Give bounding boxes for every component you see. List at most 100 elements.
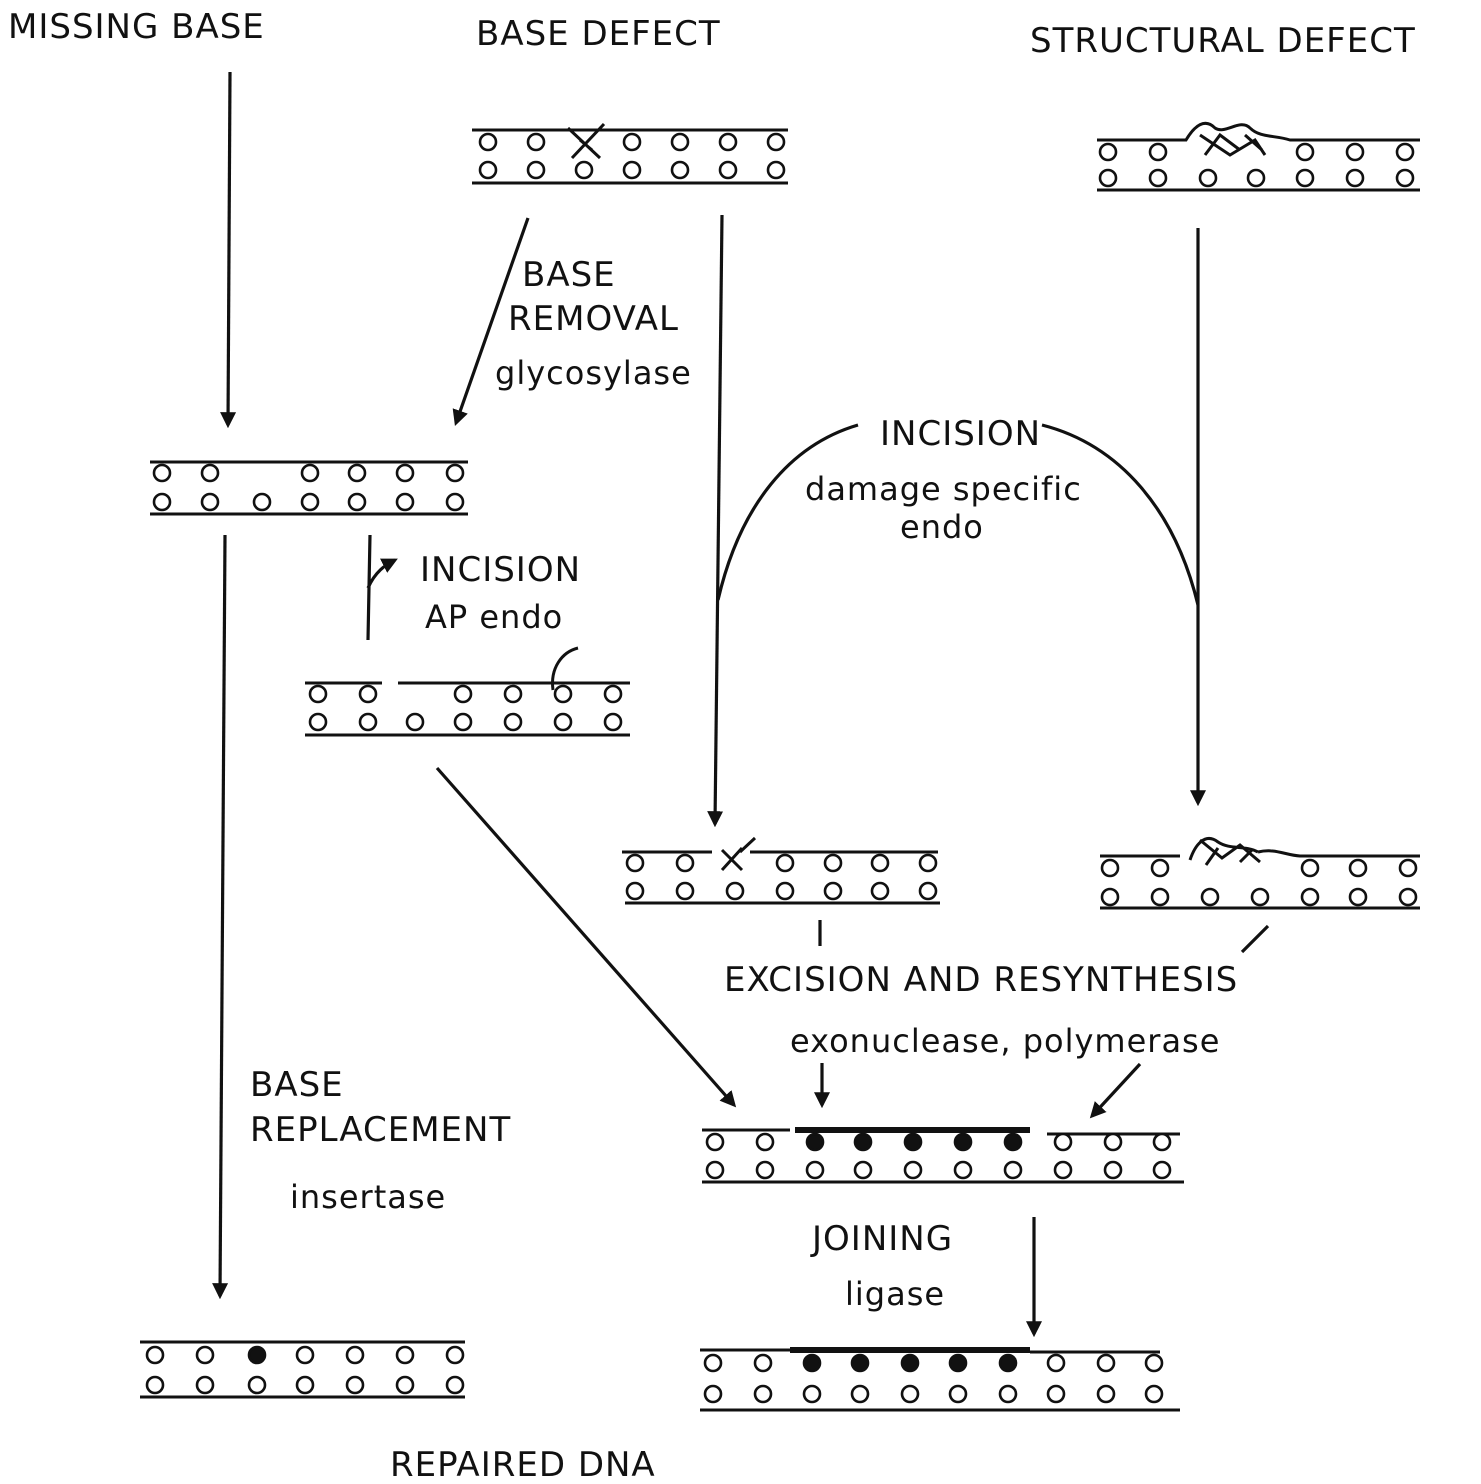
base-circle — [768, 162, 784, 178]
tick-sd-excision — [1242, 926, 1268, 952]
base-circle — [1098, 1386, 1114, 1402]
base-circle — [347, 1377, 363, 1393]
base-circle — [447, 494, 463, 510]
base-circle — [920, 855, 936, 871]
base-circle — [757, 1162, 773, 1178]
base-circle — [249, 1347, 265, 1363]
dna-repaired-joined — [700, 1350, 1180, 1410]
base-circle — [528, 134, 544, 150]
base-circle — [1152, 860, 1168, 876]
excision-resynthesis-label: EXCISION AND RESYNTHESIS — [724, 960, 1238, 1000]
base-circle — [804, 1386, 820, 1402]
dna-repaired-insertase — [140, 1342, 465, 1397]
base-circle — [1350, 860, 1366, 876]
insertase-label: insertase — [290, 1178, 446, 1216]
base-circle — [147, 1347, 163, 1363]
base-circle — [197, 1377, 213, 1393]
base-circle — [1397, 170, 1413, 186]
base-circle — [677, 883, 693, 899]
base-circle — [1154, 1134, 1170, 1150]
base-circle — [677, 855, 693, 871]
glycosylase-label: glycosylase — [495, 354, 692, 392]
base-circle — [505, 714, 521, 730]
base-circle — [1302, 860, 1318, 876]
base-circle — [852, 1355, 868, 1371]
base-circle — [310, 686, 326, 702]
incision-ap-label: INCISION — [420, 550, 581, 590]
base-circle — [528, 162, 544, 178]
base-circle — [755, 1355, 771, 1371]
base-circle — [147, 1377, 163, 1393]
base-circle — [1005, 1134, 1021, 1150]
endo-label: endo — [900, 508, 984, 546]
base-circle — [852, 1386, 868, 1402]
base-circle — [1400, 889, 1416, 905]
base-circle — [1248, 170, 1264, 186]
base-circle — [360, 714, 376, 730]
base-circle — [302, 465, 318, 481]
base-circle — [349, 465, 365, 481]
base-circle — [197, 1347, 213, 1363]
base-defect-title: BASE DEFECT — [476, 14, 721, 54]
base-circle — [825, 855, 841, 871]
base-circle — [707, 1134, 723, 1150]
base-circle — [705, 1355, 721, 1371]
base-circle — [804, 1355, 820, 1371]
dna-base-defect-incised — [622, 838, 940, 903]
base-circle — [154, 494, 170, 510]
base-circle — [1150, 144, 1166, 160]
base-circle — [1146, 1386, 1162, 1402]
base-circle — [768, 134, 784, 150]
base-circle — [707, 1162, 723, 1178]
base-circle — [1100, 144, 1116, 160]
base-circle — [627, 855, 643, 871]
dna-structural-defect-incised — [1100, 838, 1420, 908]
base-circle — [672, 134, 688, 150]
base-circle — [1048, 1355, 1064, 1371]
base-circle — [1397, 144, 1413, 160]
base-circle — [347, 1347, 363, 1363]
incision-specific-label: INCISION — [880, 414, 1041, 454]
base-replacement-label-2: REPLACEMENT — [250, 1110, 511, 1150]
base-circle — [755, 1386, 771, 1402]
base-circle — [202, 494, 218, 510]
base-circle — [397, 1377, 413, 1393]
arrow-base-replacement — [220, 535, 225, 1296]
base-circle — [397, 494, 413, 510]
base-circle — [807, 1134, 823, 1150]
base-circle — [455, 714, 471, 730]
base-circle — [447, 1377, 463, 1393]
base-circle — [397, 465, 413, 481]
base-circle — [1105, 1134, 1121, 1150]
base-circle — [955, 1162, 971, 1178]
arrow-ap-incision — [368, 535, 395, 640]
base-circle — [905, 1134, 921, 1150]
base-circle — [1000, 1355, 1016, 1371]
base-circle — [1297, 170, 1313, 186]
base-circle — [555, 714, 571, 730]
dna-base-defect — [472, 124, 788, 183]
repaired-dna-label: REPAIRED DNA — [390, 1445, 656, 1484]
base-circle — [310, 714, 326, 730]
base-circle — [1347, 144, 1363, 160]
missing-base-title: MISSING BASE — [8, 7, 265, 47]
arrow-bd-down — [715, 215, 722, 824]
base-replacement-label-1: BASE — [250, 1065, 344, 1105]
ligase-label: ligase — [845, 1275, 945, 1313]
base-circle — [605, 686, 621, 702]
base-circle — [1302, 889, 1318, 905]
base-circle — [349, 494, 365, 510]
base-circle — [627, 883, 643, 899]
base-circle — [605, 714, 621, 730]
dna-ap-site — [150, 462, 468, 514]
base-circle — [1252, 889, 1268, 905]
base-circle — [777, 855, 793, 871]
base-circle — [757, 1134, 773, 1150]
base-circle — [1202, 889, 1218, 905]
base-circle — [455, 686, 471, 702]
base-circle — [955, 1134, 971, 1150]
base-circle — [1105, 1162, 1121, 1178]
base-circle — [872, 855, 888, 871]
arrow-exo-right — [1092, 1064, 1140, 1116]
